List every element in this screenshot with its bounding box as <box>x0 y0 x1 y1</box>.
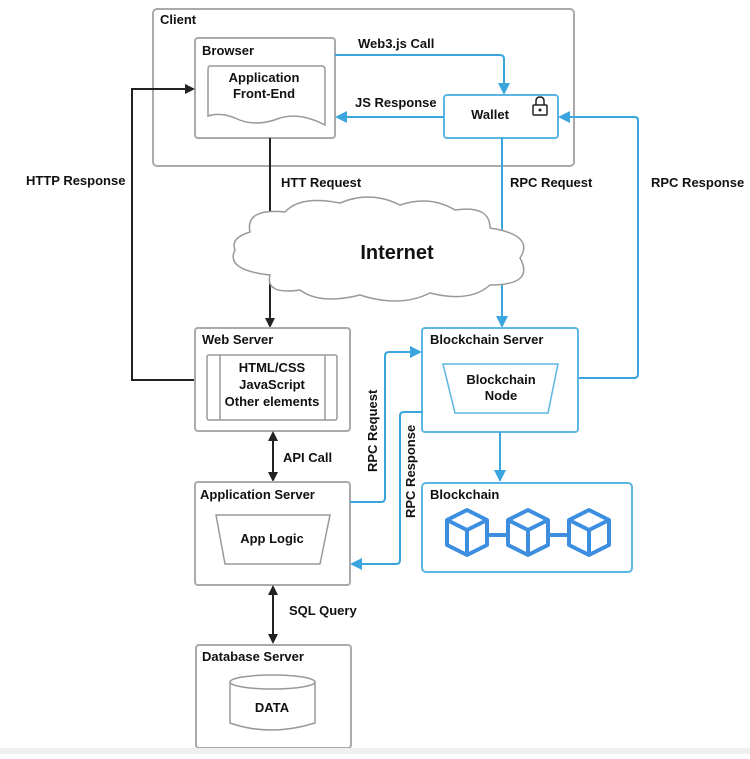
frontend-document-shape <box>207 65 326 127</box>
rpc-request-wallet-label: RPC Request <box>510 175 593 190</box>
data-label: DATA <box>255 700 290 715</box>
wallet-box: Wallet <box>443 94 559 139</box>
wallet-label: Wallet <box>471 107 509 122</box>
internet-cloud: Internet <box>232 196 525 302</box>
blockchain-server-box: Blockchain Server Blockchain Node <box>421 327 579 433</box>
rpc-response-app-label: RPC Response <box>403 425 418 518</box>
blockchain-box: Blockchain <box>421 482 633 573</box>
app-logic-label: App Logic <box>240 531 304 546</box>
web-server-label: Web Server <box>202 332 273 347</box>
blockchain-node-shape <box>442 363 559 414</box>
database-server-box: Database Server DATA <box>195 644 352 749</box>
rpc-request-app-label: RPC Request <box>365 389 380 472</box>
rpc-response-app-arrow <box>350 411 422 570</box>
application-server-box: Application Server App Logic <box>194 481 351 586</box>
application-server-label: Application Server <box>200 487 315 502</box>
database-server-label: Database Server <box>202 649 304 664</box>
frontend-label-1: Application <box>229 70 300 85</box>
js-response-label: JS Response <box>355 95 437 110</box>
client-label: Client <box>160 12 197 27</box>
rpc-request-app-arrow <box>350 346 422 503</box>
node-label-1: Blockchain <box>466 372 535 387</box>
web-content-3: Other elements <box>225 394 320 409</box>
http-response-arrow <box>131 84 195 381</box>
node-label-2: Node <box>485 388 518 403</box>
cube-icon <box>445 508 489 557</box>
internet-label: Internet <box>360 242 434 264</box>
blockchain-server-label: Blockchain Server <box>430 332 543 347</box>
cube-icon <box>567 508 611 557</box>
web3-call-arrow <box>335 54 510 95</box>
lock-icon <box>532 96 548 116</box>
web-content-1: HTML/CSS <box>239 360 306 375</box>
web-content-frame <box>206 354 338 421</box>
sql-query-label: SQL Query <box>289 603 357 618</box>
api-call-label: API Call <box>283 450 332 465</box>
htt-request-label: HTT Request <box>281 175 362 190</box>
blockchain-label: Blockchain <box>430 487 499 502</box>
browser-box: Browser Application Front-End <box>194 37 336 139</box>
frontend-label-2: Front-End <box>233 86 295 101</box>
cube-icon <box>506 508 550 557</box>
browser-label: Browser <box>202 43 254 58</box>
rpc-response-wallet-arrow <box>558 111 639 379</box>
http-response-label: HTTP Response <box>26 173 125 188</box>
web-server-box: Web Server HTML/CSS JavaScript Other ele… <box>194 327 351 432</box>
web3-call-label: Web3.js Call <box>358 36 434 51</box>
bottom-strip <box>0 748 750 754</box>
database-cylinder-icon <box>229 674 316 731</box>
web-content-2: JavaScript <box>239 377 305 392</box>
rpc-response-wallet-label: RPC Response <box>651 175 744 190</box>
app-logic-shape <box>215 514 331 565</box>
